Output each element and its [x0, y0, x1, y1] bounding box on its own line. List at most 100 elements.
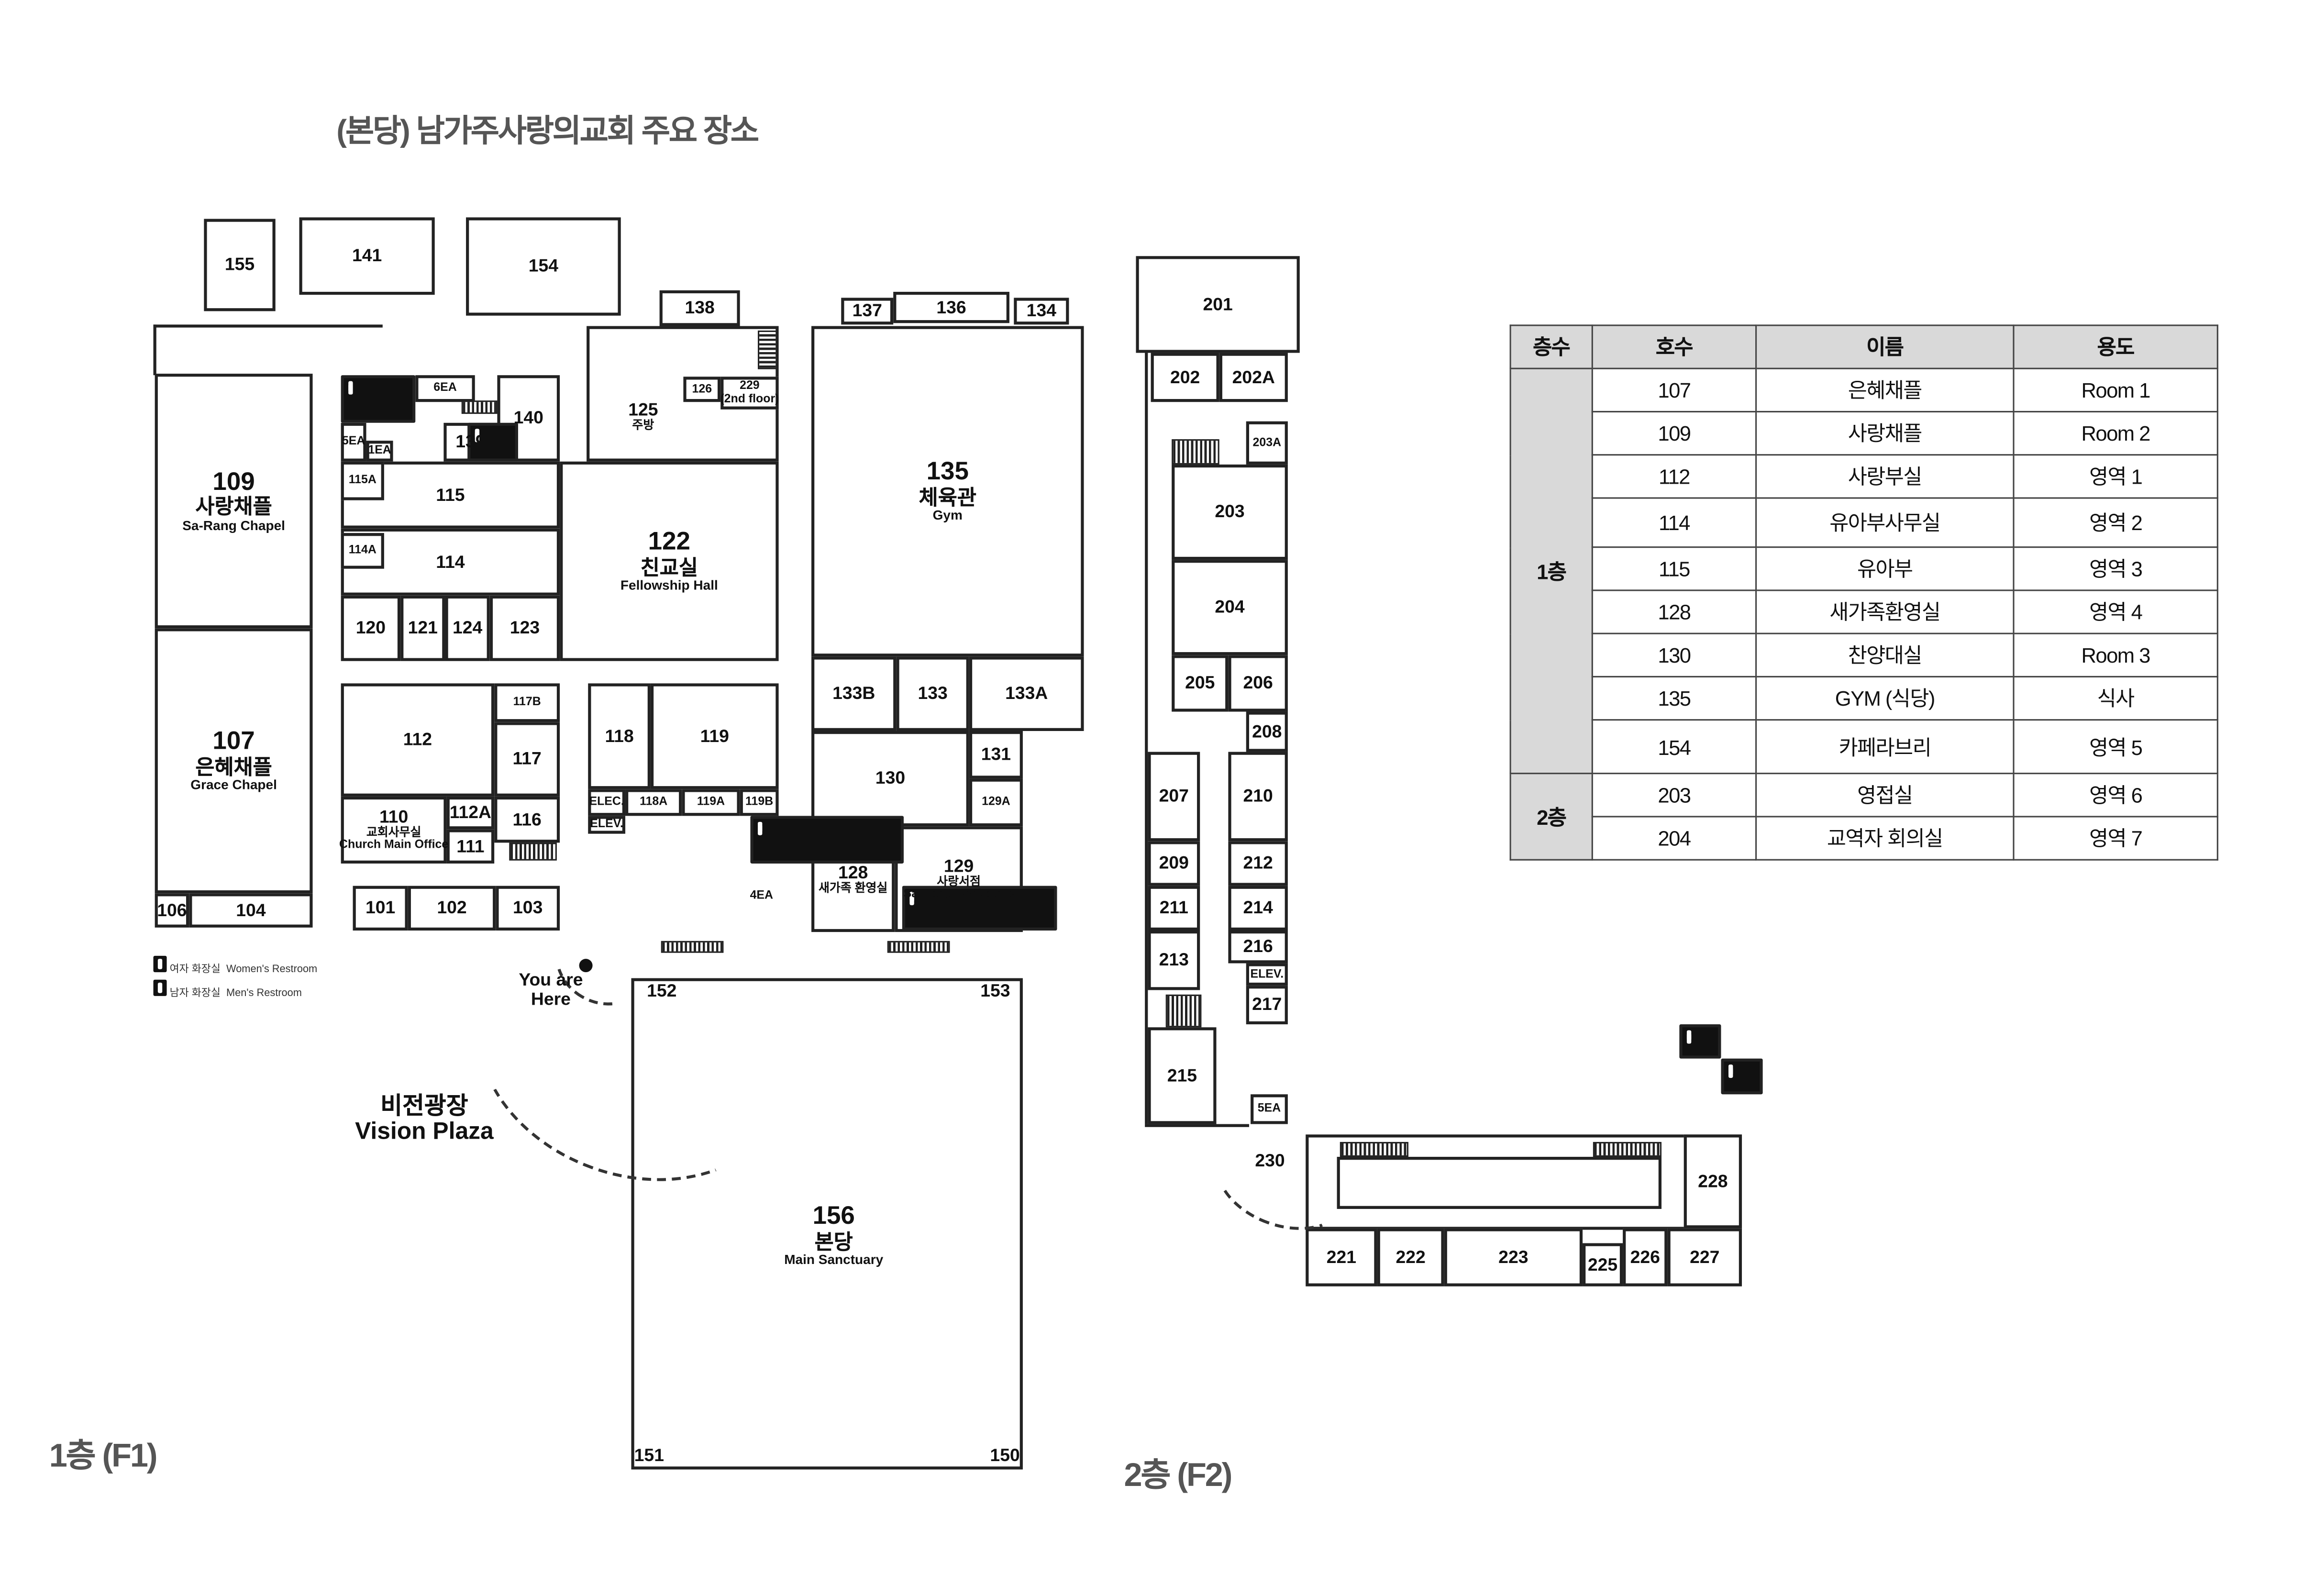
- header-name: 이름: [1755, 324, 2015, 369]
- room-154: [466, 217, 621, 316]
- stairs-icon: [1172, 439, 1219, 465]
- restroom-icon: [343, 381, 357, 398]
- room-121: [400, 595, 445, 661]
- room-156: [631, 978, 1023, 1470]
- usage-cell: Room 1: [2013, 367, 2218, 413]
- restroom-legend: 여자 화장실 Women's Restroom 남자 화장실 Men's Res…: [153, 955, 318, 1004]
- room-number-cell: 130: [1591, 632, 1757, 677]
- legend-ko: 여자 화장실: [169, 964, 221, 975]
- room-202: [1151, 353, 1219, 402]
- stairs-icon: [1593, 1142, 1661, 1157]
- room-150: [986, 1444, 1024, 1468]
- header-floor: 층수: [1509, 324, 1593, 369]
- room-222: [1377, 1228, 1444, 1286]
- room-109: [155, 374, 313, 629]
- restroom-icon: [905, 892, 919, 909]
- restroom: [750, 816, 904, 864]
- room-5ea: [341, 422, 366, 462]
- room-223: [1444, 1228, 1583, 1286]
- room-213: [1148, 931, 1200, 990]
- legend-en: Women's Restroom: [226, 964, 318, 975]
- atrium-opening: [1337, 1157, 1661, 1209]
- room-116: [494, 796, 560, 843]
- name-cell: 사랑부실: [1755, 454, 2015, 499]
- room-133b: [811, 656, 897, 731]
- room-126: [683, 377, 721, 402]
- room-221: [1306, 1228, 1377, 1286]
- mens-restroom-icon: [153, 979, 167, 996]
- floor-cell: 2층: [1509, 773, 1593, 861]
- room-4ea: [744, 886, 779, 907]
- restroom: [1679, 1024, 1721, 1059]
- stairs-icon: [758, 330, 777, 369]
- floor-label-f1: 1층 (F1): [49, 1437, 158, 1474]
- name-cell: 유아부: [1755, 546, 2015, 591]
- room-104: [189, 893, 313, 928]
- restroom: [1721, 1058, 1763, 1095]
- room-110: [341, 796, 447, 864]
- room-214: [1228, 886, 1288, 931]
- usage-cell: 영역 4: [2013, 589, 2218, 634]
- room-number-cell: 154: [1591, 719, 1757, 775]
- legend-item-womens: 여자 화장실 Women's Restroom: [153, 955, 318, 980]
- name-cell: 교역자 회의실: [1755, 816, 2015, 861]
- room-101: [353, 886, 408, 931]
- room-number-cell: 114: [1591, 497, 1757, 548]
- restroom: [902, 886, 1057, 931]
- room-151: [631, 1444, 667, 1468]
- room-229: [720, 377, 779, 410]
- room-103: [496, 886, 560, 931]
- room-number-cell: 204: [1591, 816, 1757, 861]
- room-216: [1228, 931, 1288, 964]
- room-134: [1014, 298, 1069, 325]
- room-120: [341, 595, 401, 661]
- room-number-cell: 109: [1591, 410, 1757, 456]
- stairs-icon: [1165, 994, 1202, 1028]
- plaza-label: 비전광장 Vision Plaza: [320, 1094, 529, 1146]
- name-cell: GYM (식당): [1755, 676, 2015, 721]
- room-119a: [682, 789, 740, 816]
- room-201: [1136, 256, 1300, 353]
- room-5ea2: [1251, 1094, 1288, 1124]
- page-title: (본당) 남가주사랑의교회 주요 장소: [336, 114, 759, 149]
- room-118a: [625, 789, 682, 816]
- room-228: [1684, 1134, 1742, 1229]
- usage-cell: 영역 7: [2013, 816, 2218, 861]
- usage-cell: 영역 1: [2013, 454, 2218, 499]
- room-215: [1148, 1027, 1217, 1124]
- room-133: [896, 656, 969, 731]
- room-elev: [588, 816, 626, 834]
- legend-en: Men's Restroom: [226, 988, 302, 999]
- room-106: [155, 893, 189, 928]
- restroom: [467, 422, 518, 462]
- room-227: [1667, 1228, 1742, 1286]
- plaza-label-ko: 비전광장: [380, 1094, 468, 1120]
- name-cell: 카페라브리: [1755, 719, 2015, 775]
- room-135: [811, 326, 1084, 657]
- legend-ko: 남자 화장실: [169, 988, 221, 999]
- wall-line: [153, 324, 156, 376]
- restroom-icon: [470, 429, 484, 445]
- room-217: [1246, 986, 1288, 1025]
- room-226: [1623, 1228, 1668, 1286]
- restroom-icon: [753, 821, 767, 839]
- name-cell: 은혜채플: [1755, 367, 2015, 413]
- usage-cell: 영역 2: [2013, 497, 2218, 548]
- room-141: [299, 217, 435, 295]
- room-elev2: [1246, 963, 1288, 986]
- room-119: [650, 683, 779, 789]
- usage-cell: 영역 3: [2013, 546, 2218, 591]
- room-207: [1148, 752, 1200, 842]
- room-153: [971, 981, 1020, 1002]
- table-header-row: 층수 호수 이름 용도: [1509, 324, 2218, 369]
- room-number-cell: 203: [1591, 773, 1757, 818]
- room-122: [560, 461, 779, 661]
